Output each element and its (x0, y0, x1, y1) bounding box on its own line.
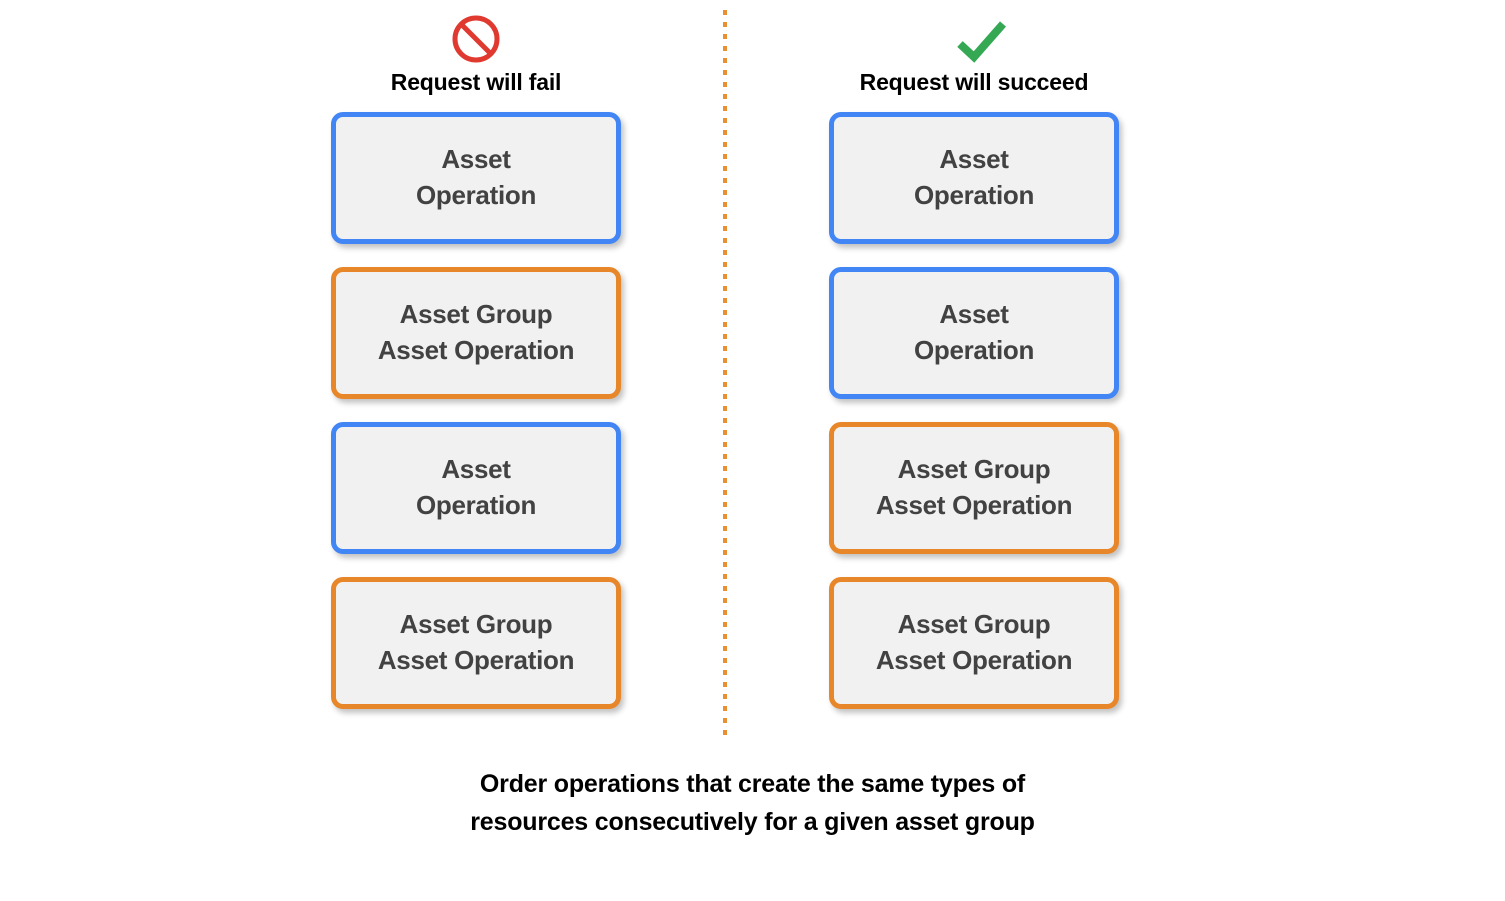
operation-box-label: Asset Operation (913, 144, 1035, 210)
operation-box[interactable]: Asset Group Asset Operation (829, 422, 1119, 554)
operation-box-label: Asset Group Asset Operation (377, 299, 575, 365)
operation-box[interactable]: Asset Group Asset Operation (829, 577, 1119, 709)
column-header-fail: Request will fail (306, 14, 646, 95)
operation-box-label: Asset Operation (415, 454, 537, 520)
column-title-fail: Request will fail (390, 69, 562, 95)
operation-box[interactable]: Asset Group Asset Operation (331, 577, 621, 709)
operation-box[interactable]: Asset Operation (331, 422, 621, 554)
column-header-succeed: Request will succeed (804, 14, 1144, 95)
column-divider (723, 10, 727, 736)
operation-box[interactable]: Asset Group Asset Operation (331, 267, 621, 399)
operation-box-label: Asset Group Asset Operation (377, 609, 575, 675)
operation-box[interactable]: Asset Operation (829, 267, 1119, 399)
checkmark-icon (946, 14, 1007, 64)
operation-stack-succeed: Asset Operation Asset Operation Asset Gr… (829, 112, 1119, 732)
operation-box[interactable]: Asset Operation (829, 112, 1119, 244)
operation-box[interactable]: Asset Operation (331, 112, 621, 244)
operation-stack-fail: Asset Operation Asset Group Asset Operat… (331, 112, 621, 732)
diagram-caption: Order operations that create the same ty… (470, 770, 1035, 836)
operation-box-label: Asset Group Asset Operation (875, 609, 1073, 675)
operation-box-label: Asset Operation (913, 299, 1035, 365)
column-title-succeed: Request will succeed (859, 69, 1089, 95)
operation-box-label: Asset Group Asset Operation (875, 454, 1073, 520)
prohibition-icon (448, 14, 504, 64)
operation-box-label: Asset Operation (415, 144, 537, 210)
